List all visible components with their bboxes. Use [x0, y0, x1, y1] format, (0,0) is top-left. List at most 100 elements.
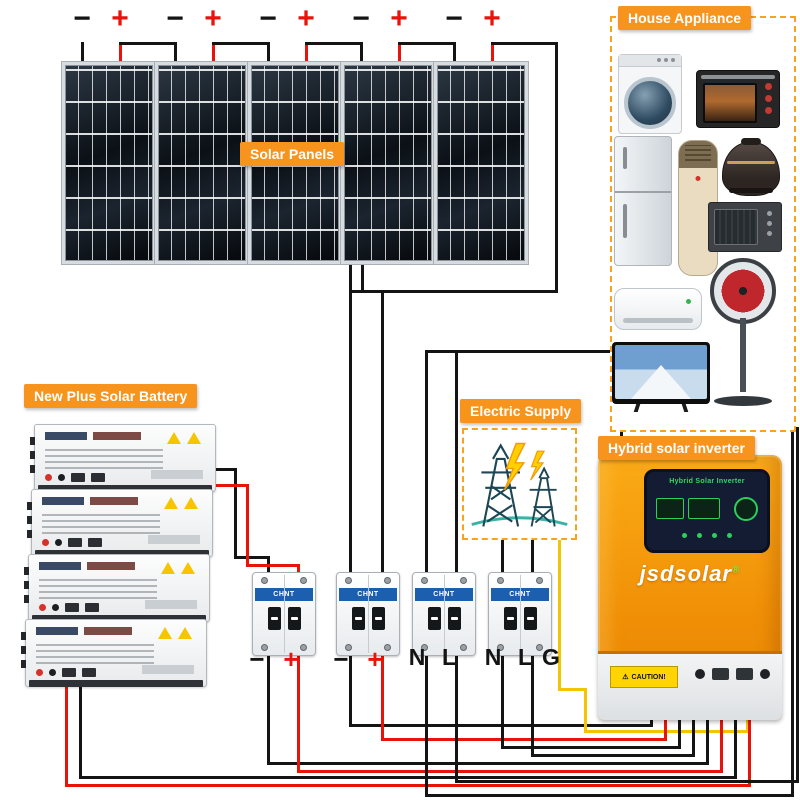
- stand-fan-icon: [708, 258, 778, 406]
- wire-segment: [234, 468, 237, 558]
- terminal-label-neg1: −: [249, 644, 265, 674]
- wire-segment: [297, 654, 300, 773]
- wire-segment: [297, 564, 300, 574]
- caution-sticker: ⚠ CAUTION!: [610, 666, 678, 688]
- inverter-label: Hybrid solar inverter: [598, 436, 755, 460]
- wire-segment: [706, 716, 709, 765]
- inverter-brand: jsdsolar®: [639, 561, 741, 586]
- wire-segment: [720, 716, 723, 773]
- panel1-positive-terminal: +: [111, 2, 129, 35]
- wire-segment: [297, 770, 723, 773]
- hybrid-inverter: Hybrid Solar Inverter jsdsolar® ⚠ CAUTIO…: [598, 455, 782, 720]
- wire-segment: [119, 42, 122, 62]
- battery-breaker: CHNT: [252, 572, 316, 656]
- rice-cooker-icon: [722, 138, 780, 196]
- inverter-lcd-2: [688, 498, 720, 519]
- standing-ac-icon: [678, 140, 718, 276]
- tv-icon: [612, 342, 710, 412]
- panel4-negative-terminal: −: [352, 2, 370, 35]
- wire-segment: [425, 794, 794, 797]
- wire-segment: [79, 776, 737, 779]
- wire-segment: [455, 654, 458, 783]
- wire-segment: [425, 350, 623, 353]
- wire-segment: [791, 427, 794, 797]
- wire-segment: [214, 468, 236, 471]
- panel1-negative-terminal: −: [73, 2, 91, 35]
- wire-segment: [79, 660, 82, 779]
- battery-unit-3: [24, 554, 210, 622]
- wire-segment: [531, 754, 695, 757]
- wall-ac-icon: [614, 288, 702, 330]
- inverter-dial-button: [734, 497, 758, 521]
- terminal-label-neg2: −: [333, 644, 349, 674]
- grid-input-breaker: CHNT: [488, 572, 552, 656]
- panel3-positive-terminal: +: [297, 2, 315, 35]
- wire-segment: [234, 556, 270, 559]
- terminal-label-g: G: [542, 644, 560, 670]
- inverter-leds: [647, 525, 767, 543]
- wire-segment: [678, 716, 681, 749]
- wire-segment: [558, 688, 587, 691]
- wire-segment: [246, 484, 249, 566]
- wire-segment: [501, 540, 504, 574]
- battery-unit-1: [30, 424, 216, 492]
- wire-segment: [267, 42, 270, 62]
- battery-label: New Plus Solar Battery: [24, 384, 198, 408]
- terminal-label-pos2: +: [367, 644, 383, 674]
- electric-supply-box: [462, 428, 577, 540]
- wire-segment: [305, 42, 363, 45]
- solar-panel-4: [341, 62, 435, 264]
- wire-segment: [796, 427, 799, 783]
- wire-segment: [558, 540, 561, 690]
- wire-segment: [491, 42, 558, 45]
- warning-icon: ⚠: [622, 674, 629, 681]
- wire-segment: [491, 42, 494, 62]
- wire-segment: [455, 350, 458, 574]
- wire-segment: [212, 42, 215, 62]
- electric-supply-label: Electric Supply: [460, 399, 582, 423]
- wire-segment: [361, 258, 364, 292]
- wire-segment: [664, 716, 667, 741]
- panel2-positive-terminal: +: [204, 2, 222, 35]
- wire-segment: [360, 42, 363, 62]
- wire-segment: [81, 42, 84, 62]
- battery-unit-2: [27, 489, 213, 557]
- pv-breaker: CHNT: [336, 572, 400, 656]
- wire-segment: [349, 654, 352, 727]
- wire-segment: [650, 716, 653, 727]
- panel5-positive-terminal: +: [483, 2, 501, 35]
- terminal-label-pos1: +: [283, 644, 299, 674]
- terminal-label-l1: L: [441, 644, 457, 670]
- oven-icon: [696, 70, 780, 128]
- inverter-ports: [695, 668, 770, 680]
- wire-segment: [425, 654, 428, 797]
- ac-output-breaker: CHNT: [412, 572, 476, 656]
- inverter-display: Hybrid Solar Inverter: [644, 469, 770, 553]
- wire-segment: [734, 716, 737, 779]
- transmission-towers-icon: [471, 442, 568, 527]
- wire-segment: [584, 688, 587, 733]
- inverter-lcd: [656, 498, 684, 519]
- wire-segment: [398, 42, 456, 45]
- wire-segment: [531, 654, 534, 757]
- wire-segment: [349, 290, 558, 293]
- inverter-terminal-panel: ⚠ CAUTION!: [598, 651, 782, 720]
- washing-machine-icon: [618, 54, 682, 134]
- refrigerator-icon: [614, 136, 672, 266]
- solar-panel-5: [434, 62, 528, 264]
- wire-segment: [398, 42, 401, 62]
- wire-segment: [65, 784, 751, 787]
- wire-segment: [267, 654, 270, 765]
- wire-segment: [555, 42, 558, 292]
- wire-segment: [381, 654, 384, 741]
- wire-segment: [692, 716, 695, 757]
- microwave-icon: [708, 202, 782, 252]
- wire-segment: [212, 42, 270, 45]
- wire-segment: [174, 42, 177, 62]
- solar-panel-2: [155, 62, 249, 264]
- panel3-negative-terminal: −: [259, 2, 277, 35]
- wire-segment: [119, 42, 177, 45]
- terminal-label-n1: N: [408, 644, 426, 670]
- wire-segment: [381, 738, 667, 741]
